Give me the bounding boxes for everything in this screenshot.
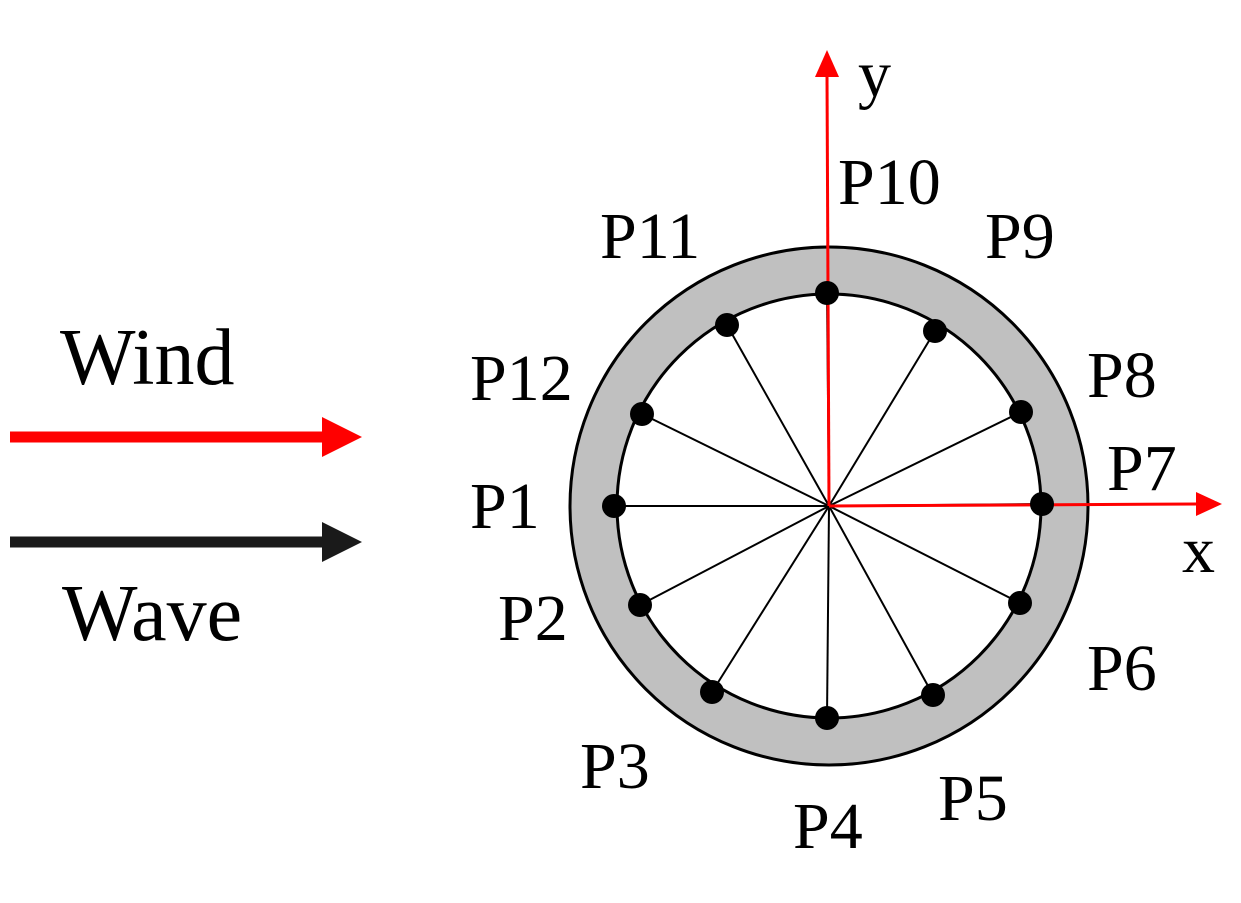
point-label-p1: P1: [470, 470, 540, 543]
point-marker-p8: [1009, 400, 1033, 424]
spoke-p9: [828, 330, 936, 507]
point-marker-p2: [628, 593, 652, 617]
point-label-p11: P11: [600, 200, 700, 273]
wind-arrow-head: [322, 417, 362, 457]
measurement-points: [602, 281, 1054, 730]
spoke-p4: [826, 505, 830, 719]
spoke-p2: [639, 505, 830, 606]
point-marker-p10: [815, 281, 839, 305]
point-marker-p3: [700, 680, 724, 704]
point-label-p3: P3: [580, 730, 650, 803]
point-marker-p11: [715, 313, 739, 337]
x-axis-arrowhead: [1196, 492, 1222, 516]
wave-legend: Wave: [10, 522, 362, 658]
x-axis-line: [828, 502, 1199, 508]
point-label-p7: P7: [1107, 432, 1177, 505]
point-label-p5: P5: [938, 762, 1008, 835]
spoke-p6: [828, 505, 1021, 604]
wave-arrow-head: [322, 522, 362, 562]
wave-label: Wave: [62, 570, 242, 658]
wind-label: Wind: [60, 314, 235, 402]
point-marker-p1: [602, 494, 626, 518]
spoke-p8: [828, 411, 1022, 507]
point-marker-p5: [921, 683, 945, 707]
point-label-p8: P8: [1087, 339, 1157, 412]
point-label-p12: P12: [470, 342, 573, 415]
wind-legend: Wind: [10, 314, 362, 457]
spoke-p5: [828, 505, 934, 696]
point-marker-p9: [923, 319, 947, 343]
point-marker-p7: [1030, 492, 1054, 516]
point-label-p6: P6: [1087, 632, 1157, 705]
point-marker-p6: [1008, 591, 1032, 615]
coordinate-axes: x y: [815, 38, 1222, 587]
y-axis-label: y: [858, 38, 891, 111]
spoke-p12: [641, 413, 830, 507]
point-label-p9: P9: [985, 200, 1055, 273]
point-marker-p4: [815, 706, 839, 730]
point-label-p10: P10: [838, 146, 941, 219]
spoke-p11: [726, 324, 830, 507]
point-label-p4: P4: [793, 790, 863, 863]
point-label-p2: P2: [498, 582, 568, 655]
y-axis-arrowhead: [815, 50, 839, 77]
point-marker-p12: [630, 402, 654, 426]
x-axis-label: x: [1182, 514, 1215, 587]
spoke-p3: [711, 505, 830, 693]
